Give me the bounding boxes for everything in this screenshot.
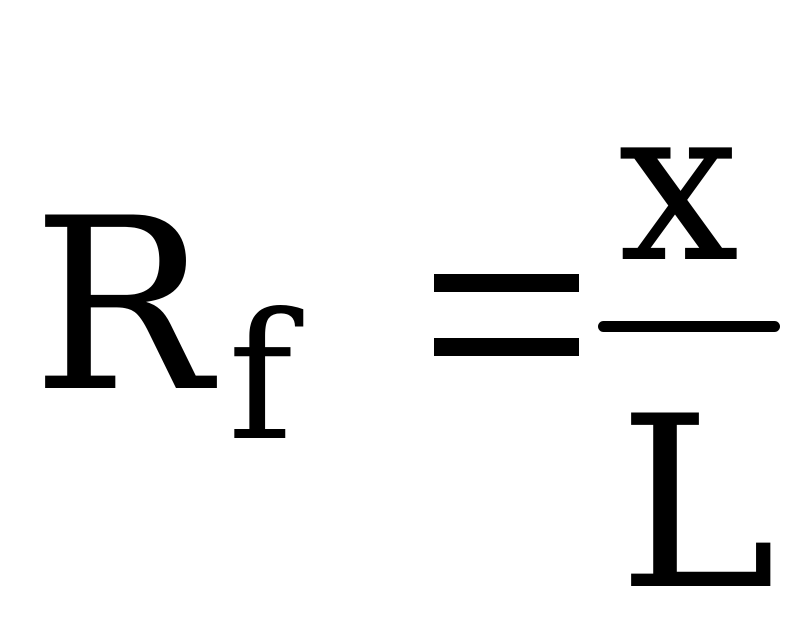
fraction-denominator: L bbox=[618, 366, 777, 643]
equals-bottom-bar bbox=[434, 338, 579, 356]
formula-canvas: R f x L bbox=[32, 59, 780, 624]
fraction-numerator: x bbox=[618, 59, 740, 310]
main-variable: R bbox=[32, 168, 212, 445]
fraction-bar bbox=[598, 321, 780, 332]
equals-top-bar bbox=[434, 274, 579, 292]
subscript-variable: f bbox=[228, 277, 293, 480]
